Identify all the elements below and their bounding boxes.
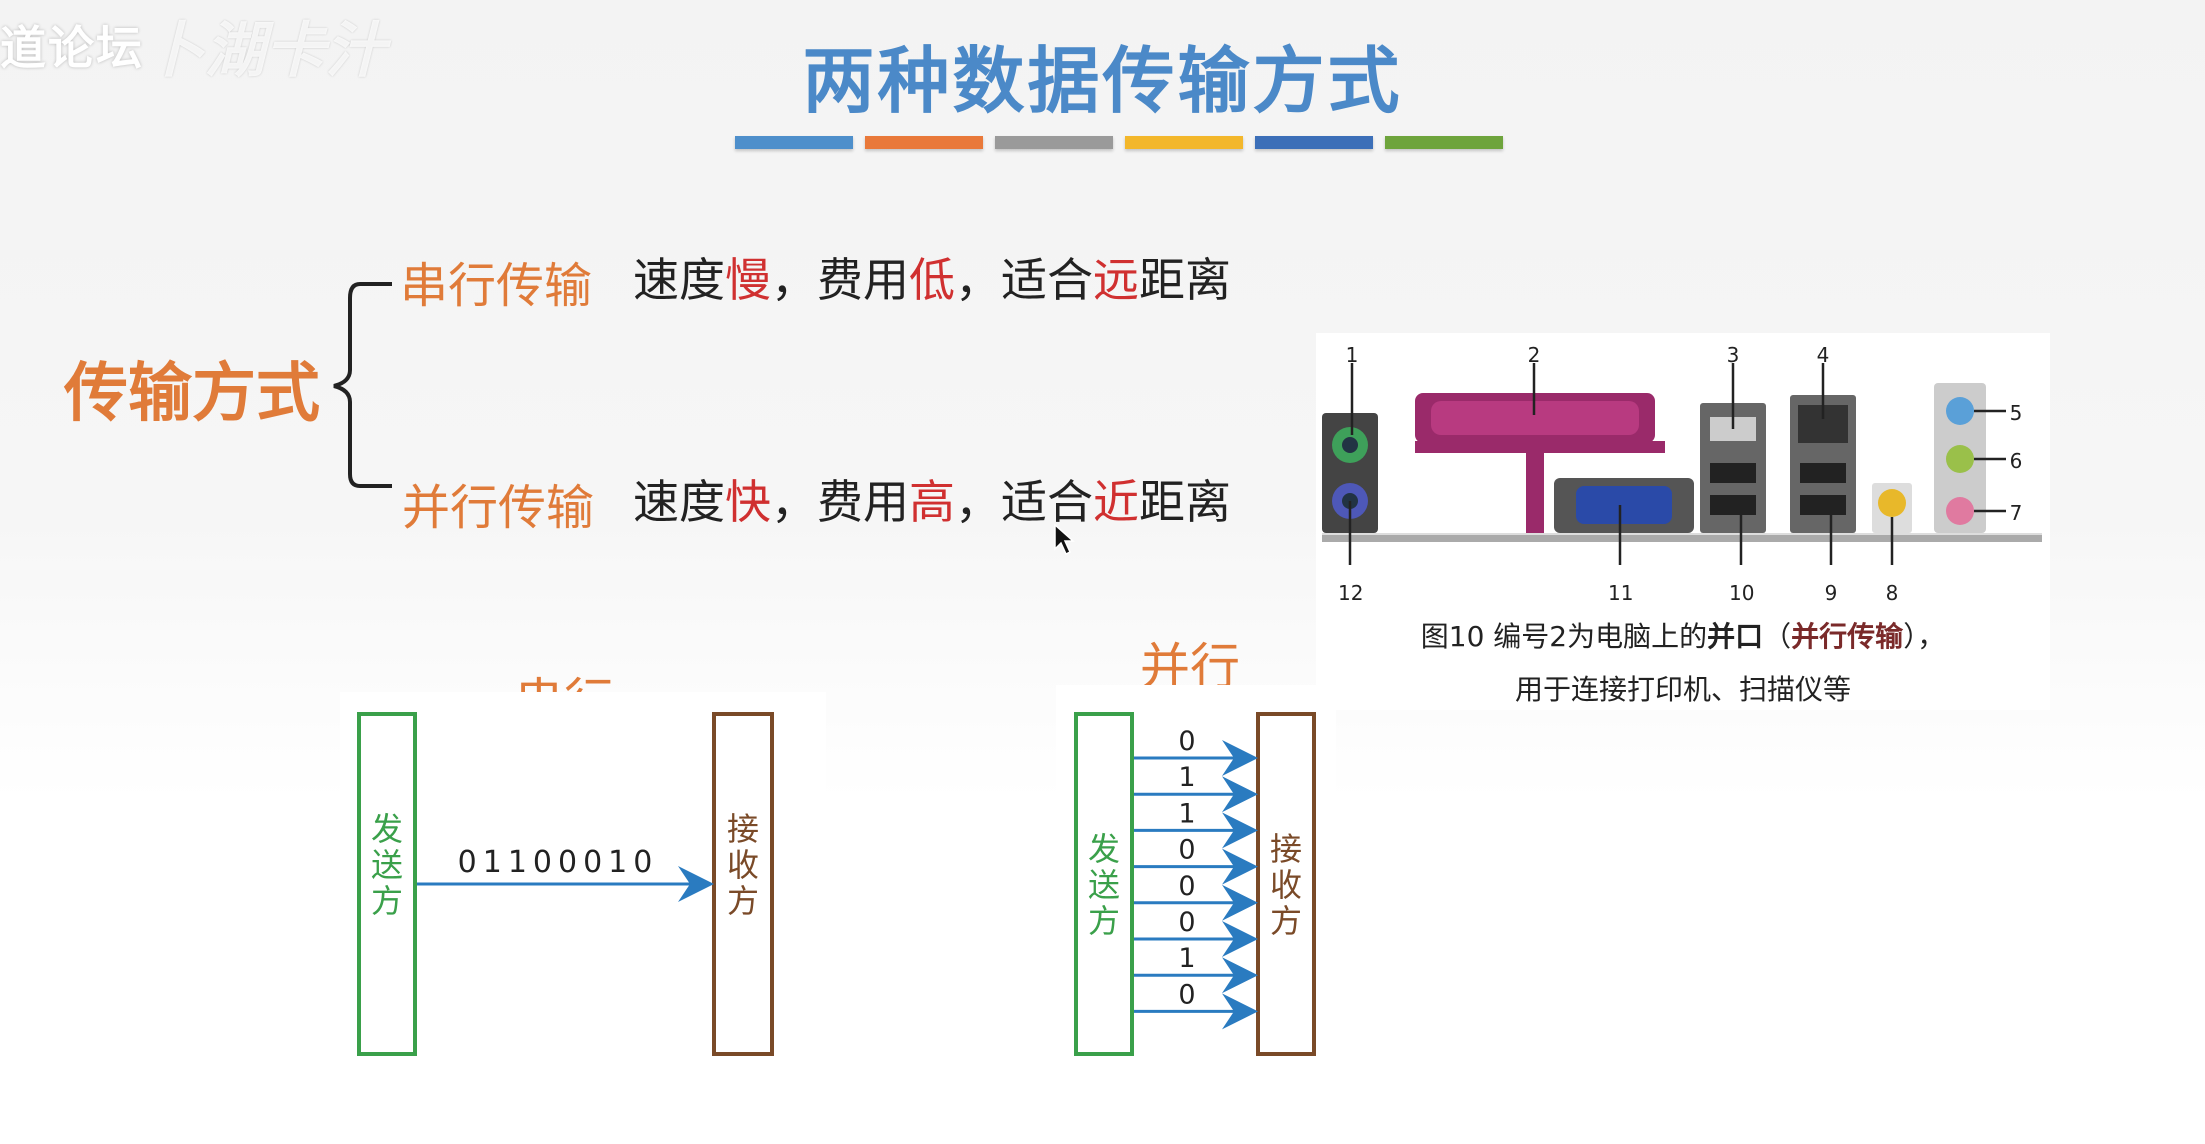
label-char: 发 — [371, 810, 403, 848]
serial-speed-pre: 速度 — [633, 253, 725, 307]
parallel-branch-label: 并行传输 — [402, 480, 595, 536]
label-char: 方 — [1270, 902, 1302, 940]
caption-prefix: 图10 编号2为电脑上的 — [1420, 620, 1708, 653]
motherboard-caption-line1: 图10 编号2为电脑上的并口（并行传输）， — [1316, 615, 2050, 655]
parallel-bit-label: 1 — [1178, 798, 1195, 829]
callout-number: 8 — [1885, 581, 1899, 605]
serial-fit: 远 — [1093, 253, 1139, 307]
page-title: 两种数据传输方式 — [802, 39, 1403, 123]
parallel-bit-label: 0 — [1178, 907, 1195, 938]
parallel-diagram: 发送方 接收方 01100010 — [1074, 712, 1316, 1056]
label-char: 方 — [1088, 902, 1120, 940]
color-bar-4 — [1125, 136, 1243, 149]
parallel-bit-label: 0 — [1178, 835, 1195, 866]
serial-sender-label: 发送方 — [371, 810, 403, 920]
callout-number: 1 — [1345, 343, 1359, 367]
color-bar-5 — [1255, 136, 1373, 149]
parallel-receiver-box — [1256, 712, 1316, 1056]
parallel-sender-box — [1074, 712, 1134, 1056]
parallel-description: 速度快，费用高，适合近距离 — [633, 466, 1231, 532]
caption-paren-close: ）， — [1903, 620, 1946, 653]
serial-bits: 01100010 — [458, 845, 659, 880]
serial-diagram-panel: 发送方 接收方 01100010 — [340, 692, 826, 1062]
parallel-receiver-label: 接收方 — [1270, 830, 1302, 940]
parallel-cost-pre: 费用 — [817, 475, 909, 529]
serial-cost-pre: 费用 — [817, 253, 909, 307]
color-bar-3 — [995, 136, 1113, 149]
label-char: 收 — [727, 846, 759, 884]
serial-speed: 慢 — [725, 253, 771, 307]
tree-brace — [333, 282, 392, 488]
parallel-arrows: 0 1 1 0 0 0 1 0 — [1134, 726, 1258, 1030]
parallel-fit-pre: 适合 — [1001, 475, 1093, 529]
label-char: 发 — [1088, 830, 1120, 868]
serial-description: 速度慢，费用低，适合远距离 — [633, 244, 1231, 310]
label-char: 方 — [727, 882, 759, 920]
watermark-logo: 卜湖卡汁 — [145, 16, 385, 86]
callout-number: 4 — [1816, 343, 1830, 367]
mouse-cursor-icon — [1054, 523, 1075, 556]
callout-number: 3 — [1726, 343, 1740, 367]
parallel-sender-label: 发送方 — [1088, 830, 1120, 940]
serial-receiver-box — [712, 712, 774, 1056]
callout-number: 6 — [2009, 449, 2023, 473]
serial-receiver-label: 接收方 — [727, 810, 759, 920]
watermark-text: 道论坛 — [0, 21, 144, 75]
parallel-cost: 高 — [909, 475, 955, 529]
label-char: 方 — [371, 882, 403, 920]
parallel-sep1: ， — [771, 475, 817, 529]
serial-fit-post: 距离 — [1139, 253, 1231, 307]
callout-number: 11 — [1608, 581, 1634, 605]
label-char: 接 — [727, 810, 759, 848]
label-char: 送 — [1088, 866, 1120, 904]
parallel-bit-label: 0 — [1178, 871, 1195, 902]
color-bar-1 — [735, 136, 853, 149]
caption-bold-parallel-port: 并口 — [1707, 620, 1764, 653]
callout-number: 9 — [1824, 581, 1838, 605]
callout-number: 7 — [2009, 501, 2023, 525]
callout-number: 2 — [1527, 343, 1541, 367]
color-bar-2 — [865, 136, 983, 149]
parallel-speed: 快 — [725, 475, 771, 529]
caption-paren-open: （ — [1763, 620, 1792, 653]
serial-branch-label: 串行传输 — [400, 258, 593, 314]
parallel-bit-label: 0 — [1178, 726, 1195, 757]
title-color-bars — [735, 136, 1503, 149]
color-bar-6 — [1385, 136, 1503, 149]
parallel-speed-pre: 速度 — [633, 475, 725, 529]
caption-bold-parallel-transmission: 并行传输 — [1791, 620, 1904, 653]
parallel-bit-label: 1 — [1178, 943, 1195, 974]
serial-sep1: ， — [771, 253, 817, 307]
serial-diagram: 发送方 接收方 01100010 — [357, 712, 774, 1056]
serial-cost: 低 — [909, 253, 955, 307]
callout-number: 12 — [1338, 581, 1364, 605]
label-char: 送 — [371, 846, 403, 884]
motherboard-illustration — [1322, 363, 2042, 565]
parallel-fit-post: 距离 — [1139, 475, 1231, 529]
label-char: 接 — [1270, 830, 1302, 868]
parallel-bit-label: 1 — [1178, 762, 1195, 793]
motherboard-caption-line2: 用于连接打印机、扫描仪等 — [1514, 673, 1851, 706]
serial-fit-pre: 适合 — [1001, 253, 1093, 307]
serial-sep2: ， — [955, 253, 1001, 307]
serial-sender-box — [357, 712, 417, 1056]
parallel-sep2: ， — [955, 475, 1001, 529]
parallel-bit-label: 0 — [1178, 979, 1195, 1010]
label-char: 收 — [1270, 866, 1302, 904]
callout-number: 10 — [1729, 581, 1755, 605]
tree-root-label: 传输方式 — [64, 357, 320, 431]
callout-number: 5 — [2009, 401, 2023, 425]
parallel-fit: 近 — [1093, 475, 1139, 529]
